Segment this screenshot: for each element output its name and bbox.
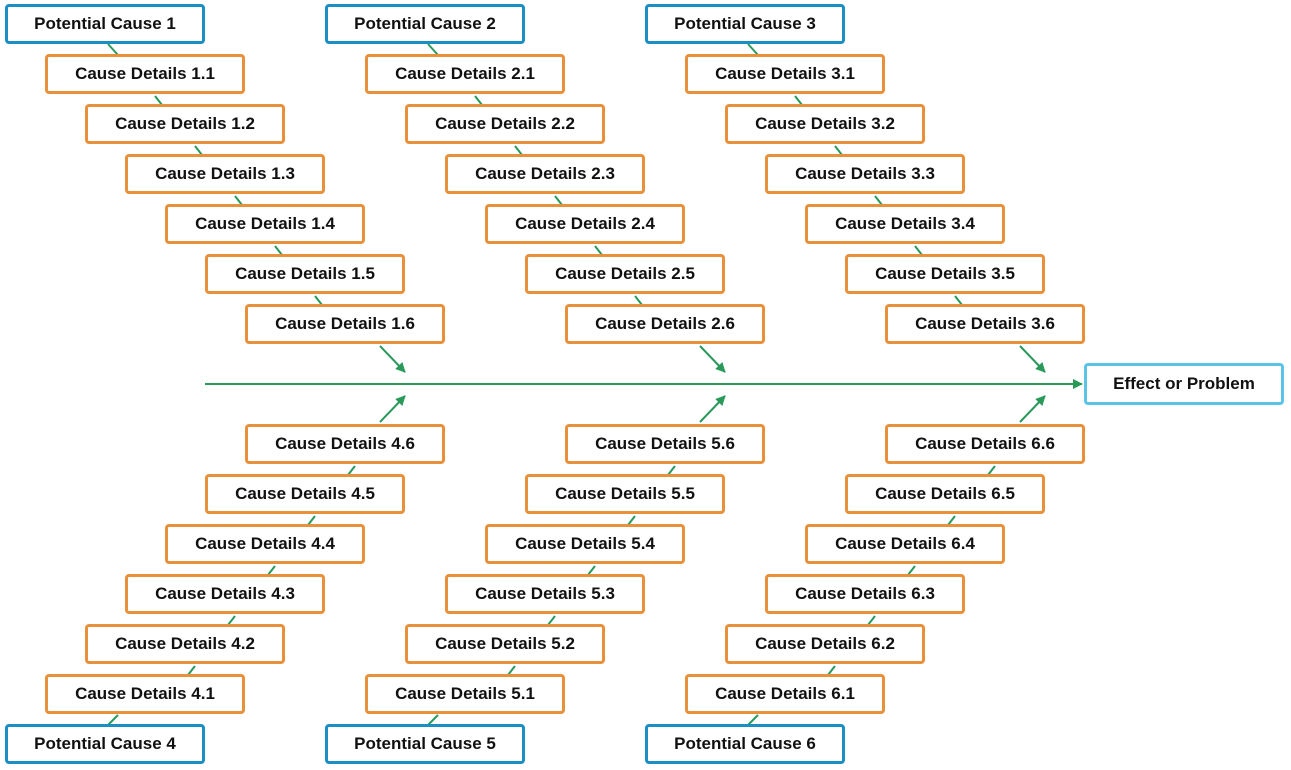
connector-line [874,195,883,206]
detail-box: Cause Details 5.4 [485,524,685,564]
cause-box: Potential Cause 5 [325,724,525,764]
connector-line [507,665,516,676]
detail-box: Cause Details 2.4 [485,204,685,244]
detail-box: Cause Details 1.5 [205,254,405,294]
detail-box: Cause Details 5.2 [405,624,605,664]
connector-line [747,714,759,726]
cause-box: Potential Cause 1 [5,4,205,44]
detail-box: Cause Details 3.1 [685,54,885,94]
connector-line [154,95,163,106]
detail-box: Cause Details 4.2 [85,624,285,664]
detail-box: Cause Details 2.2 [405,104,605,144]
connector-line [867,615,876,626]
connector-line [307,515,316,526]
detail-box: Cause Details 4.4 [165,524,365,564]
branch-arrow [1019,345,1046,373]
connector-line [634,295,643,306]
detail-box: Cause Details 2.3 [445,154,645,194]
detail-box: Cause Details 1.4 [165,204,365,244]
connector-line [747,43,759,56]
connector-line [834,145,843,156]
branch-arrow [1019,395,1046,423]
connector-line [234,195,243,206]
detail-box: Cause Details 6.1 [685,674,885,714]
detail-box: Cause Details 1.2 [85,104,285,144]
connector-line [947,515,956,526]
detail-box: Cause Details 4.5 [205,474,405,514]
detail-box: Cause Details 3.2 [725,104,925,144]
detail-box: Cause Details 3.5 [845,254,1045,294]
detail-box: Cause Details 4.1 [45,674,245,714]
detail-box: Cause Details 1.1 [45,54,245,94]
detail-box: Cause Details 2.6 [565,304,765,344]
connector-line [594,245,603,256]
connector-line [794,95,803,106]
connector-line [547,615,556,626]
detail-box: Cause Details 4.3 [125,574,325,614]
detail-box: Cause Details 3.3 [765,154,965,194]
connector-line [274,245,283,256]
connector-line [267,565,276,576]
connector-line [667,465,676,476]
connector-line [187,665,196,676]
branch-arrow [379,395,406,423]
connector-line [427,43,439,56]
connector-line [987,465,996,476]
cause-box: Potential Cause 3 [645,4,845,44]
detail-box: Cause Details 5.1 [365,674,565,714]
detail-box: Cause Details 6.6 [885,424,1085,464]
detail-box: Cause Details 5.5 [525,474,725,514]
connector-line [427,714,439,726]
branch-arrow [699,395,726,423]
connector-line [627,515,636,526]
connector-line [587,565,596,576]
cause-box: Potential Cause 2 [325,4,525,44]
branch-arrow [379,345,406,373]
detail-box: Cause Details 3.4 [805,204,1005,244]
detail-box: Cause Details 5.6 [565,424,765,464]
detail-box: Cause Details 6.4 [805,524,1005,564]
connector-line [514,145,523,156]
cause-box: Potential Cause 4 [5,724,205,764]
detail-box: Cause Details 3.6 [885,304,1085,344]
detail-box: Cause Details 6.5 [845,474,1045,514]
detail-box: Cause Details 6.2 [725,624,925,664]
detail-box: Cause Details 1.6 [245,304,445,344]
connector-line [554,195,563,206]
connector-line [347,465,356,476]
detail-box: Cause Details 4.6 [245,424,445,464]
connector-line [314,295,323,306]
detail-box: Cause Details 6.3 [765,574,965,614]
detail-box: Cause Details 2.1 [365,54,565,94]
connector-line [954,295,963,306]
connector-line [907,565,916,576]
connector-line [227,615,236,626]
cause-box: Potential Cause 6 [645,724,845,764]
detail-box: Cause Details 1.3 [125,154,325,194]
connector-line [914,245,923,256]
connector-line [827,665,836,676]
connector-line [474,95,483,106]
detail-box: Cause Details 5.3 [445,574,645,614]
effect-box: Effect or Problem [1084,363,1284,405]
detail-box: Cause Details 2.5 [525,254,725,294]
connector-line [194,145,203,156]
connector-line [107,714,119,726]
branch-arrow [699,345,726,373]
connector-line [107,43,119,56]
